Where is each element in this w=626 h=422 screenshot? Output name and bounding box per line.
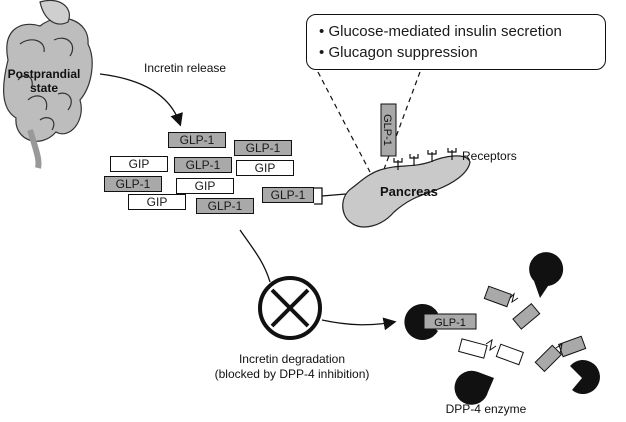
degradation-arrow-curve — [239, 229, 271, 283]
dpp4-enzyme-4 — [570, 360, 600, 395]
inhibition-circle-icon — [258, 276, 322, 340]
glp1-box-1: GLP-1 — [168, 132, 226, 148]
dpp4-enzyme-label: DPP-4 enzyme — [446, 402, 527, 416]
callout-pointer-lines — [317, 71, 421, 181]
glp1-box-4: GLP-1 — [104, 176, 162, 192]
incretin-release-label: Incretin release — [144, 61, 226, 75]
dpp4-enzyme-3 — [454, 370, 494, 405]
effects-callout: • Glucose-mediated insulin secretion • G… — [306, 14, 606, 70]
callout-item-1: • Glucose-mediated insulin secretion — [319, 21, 593, 42]
callout-item-1-text: Glucose-mediated insulin secretion — [328, 23, 562, 40]
pancreas-receptors — [393, 148, 457, 170]
glp1-box-2: GLP-1 — [234, 140, 292, 156]
bullet-2: • — [319, 44, 325, 61]
dpp4-enzyme-2 — [529, 252, 564, 298]
bullet-1: • — [319, 23, 325, 40]
glp1-box-5: GLP-1 — [196, 198, 254, 214]
glp1-in-enzyme: GLP-1 — [423, 313, 477, 330]
pancreas-label: Pancreas — [380, 184, 438, 199]
incretin-release-arrow — [99, 73, 183, 127]
intestine-label-line1: Postprandial — [8, 67, 81, 81]
cleaved-fragments — [458, 285, 587, 373]
receptors-label: Receptors — [462, 149, 517, 163]
gip-box-4: GIP — [128, 194, 186, 210]
dpp4-enzymes — [404, 252, 600, 405]
gip-box-1: GIP — [110, 156, 168, 172]
svg-text:GLP-1: GLP-1 — [434, 317, 466, 329]
glp1-box-approaching: GLP-1 — [262, 187, 314, 203]
glp1-bracket — [314, 187, 323, 205]
svg-text:GLP-1: GLP-1 — [381, 114, 393, 146]
gip-box-2: GIP — [236, 160, 294, 176]
bracket-link-line — [321, 193, 347, 197]
pancreas-shape — [342, 155, 471, 228]
callout-item-2-text: Glucagon suppression — [328, 44, 478, 61]
intestine-illustration — [2, 0, 93, 169]
glp1-bound-vertical: GLP-1 — [380, 103, 397, 157]
glp1-box-3: GLP-1 — [174, 157, 232, 173]
callout-item-2: • Glucagon suppression — [319, 42, 593, 63]
gip-box-3: GIP — [176, 178, 234, 194]
degradation-to-enzyme-arrow — [321, 317, 397, 331]
degradation-label-line1: Incretin degradation — [239, 352, 345, 366]
intestine-label-line2: state — [30, 81, 58, 95]
dpp4-enzyme-1 — [404, 304, 438, 340]
degradation-label-line2: (blocked by DPP-4 inhibition) — [215, 367, 370, 381]
